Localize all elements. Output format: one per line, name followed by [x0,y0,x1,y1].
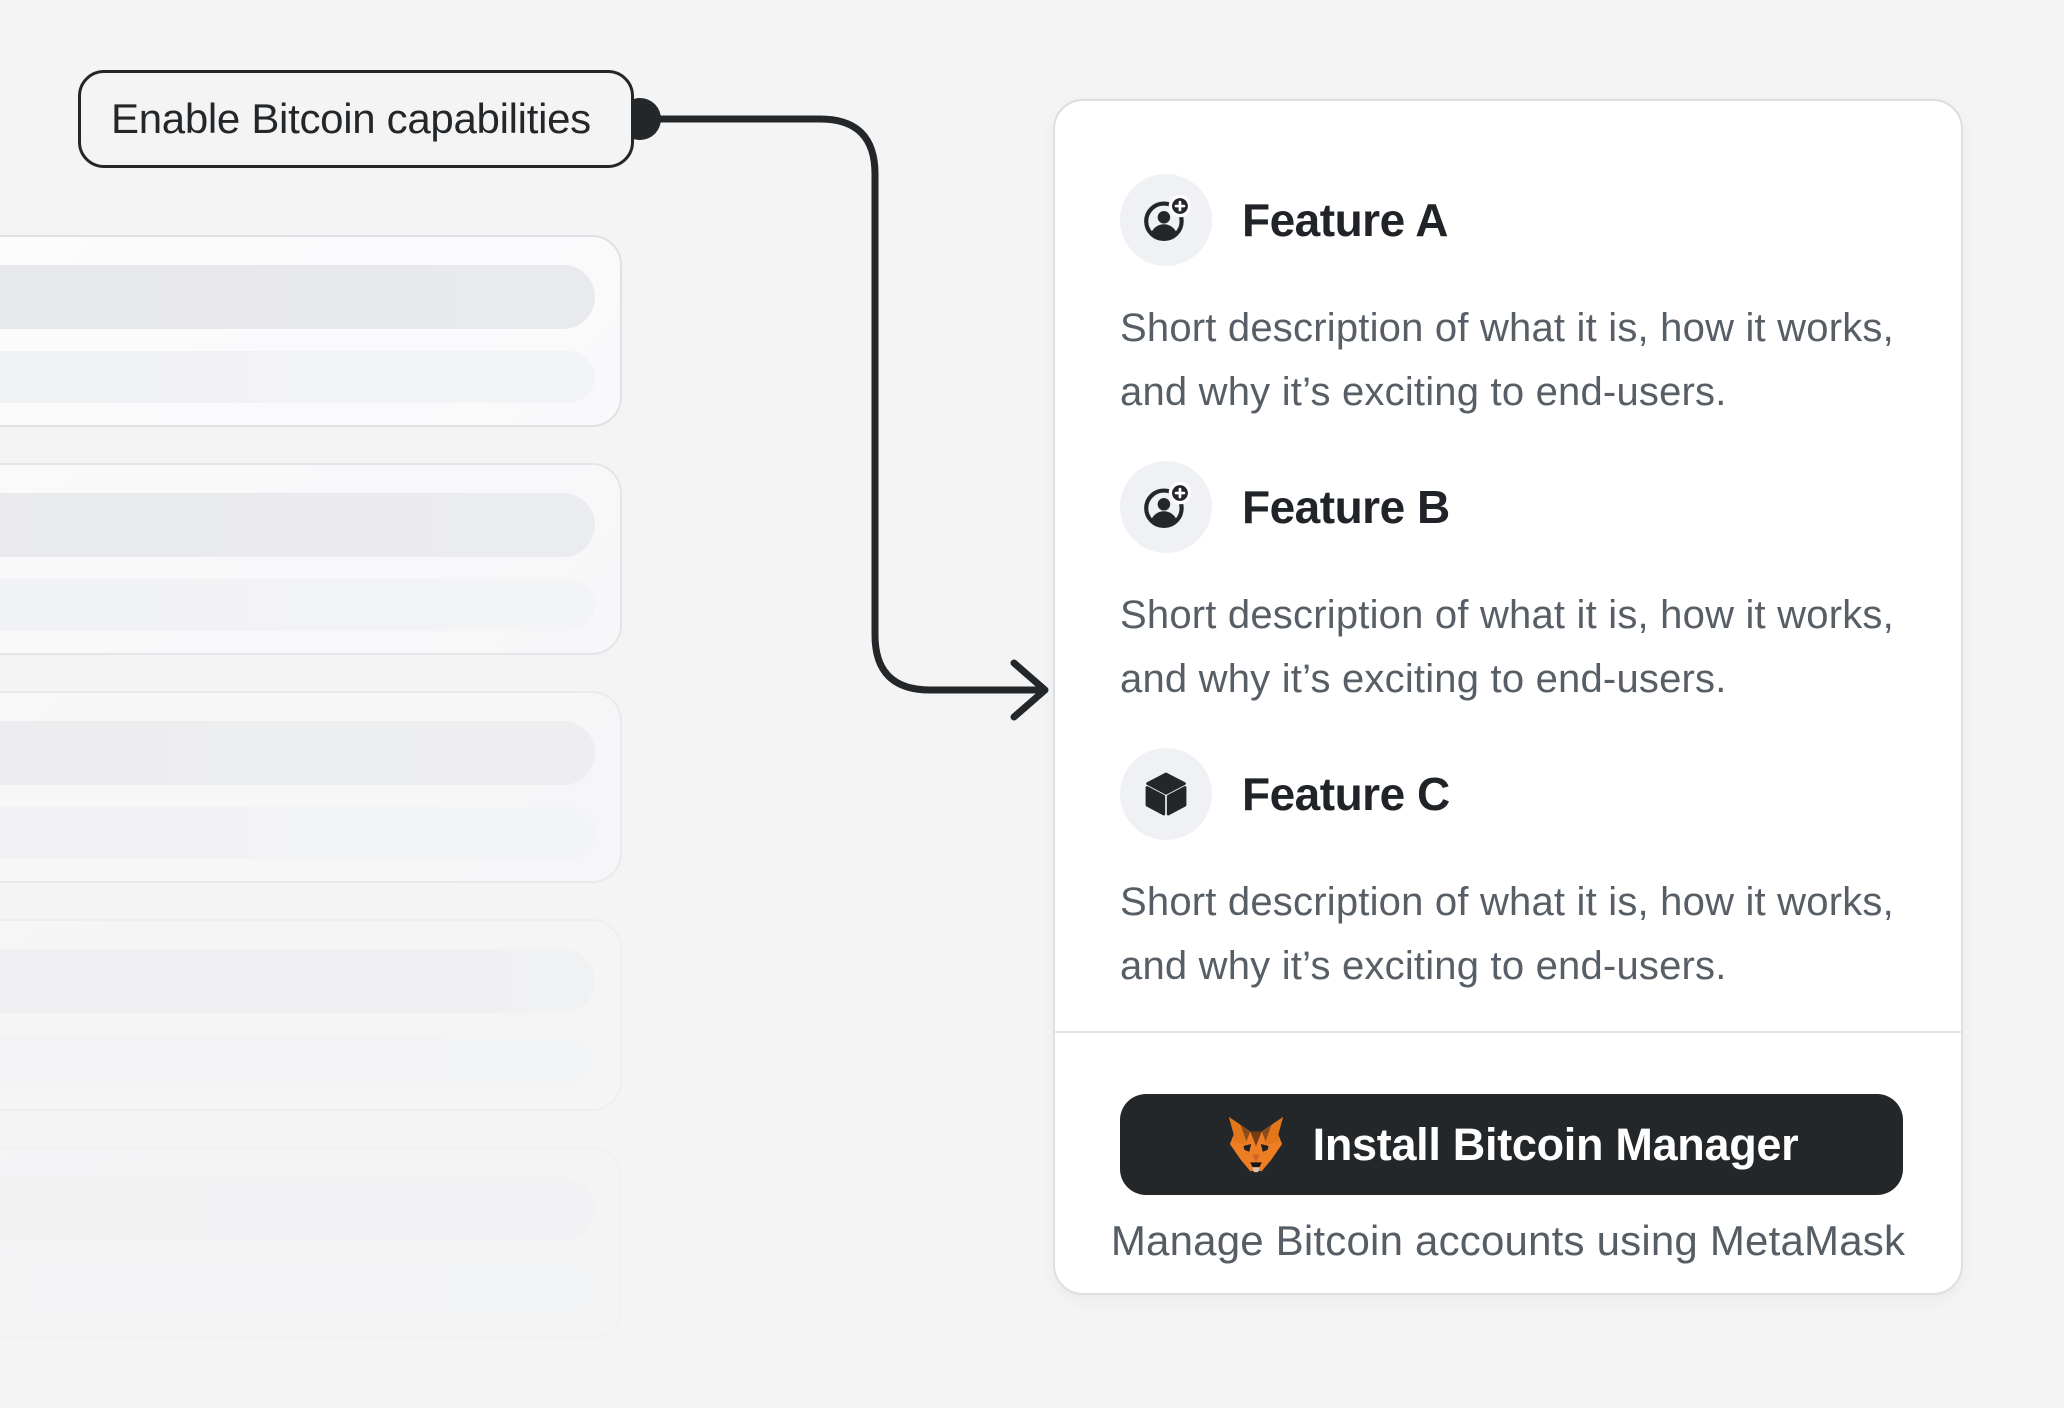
feature-description: Short description of what it is, how it … [1120,880,1894,988]
skeleton-card [0,463,622,655]
feature-b-icon-circle [1120,461,1212,553]
install-button-label: Install Bitcoin Manager [1312,1118,1799,1170]
skeleton-bar [0,1035,595,1087]
skeleton-bar [0,949,595,1013]
feature-c-icon-circle [1120,748,1212,840]
feature-title: Feature B [1242,481,1450,533]
skeleton-bar [0,265,595,329]
skeleton-bar [0,579,595,631]
skeleton-card [0,1147,622,1339]
feature-row-c: Feature C Short description of what it i… [1120,748,1930,998]
user-add-icon [1144,195,1191,242]
skeleton-stack [0,235,622,1375]
feature-row-b: Feature B Short description of what it i… [1120,461,1930,711]
user-add-icon [1144,482,1191,529]
skeleton-bar [0,721,595,785]
skeleton-bar [0,1263,595,1315]
connector-line [636,115,1040,694]
skeleton-card [0,235,622,427]
feature-card: Feature A Short description of what it i… [1053,99,1963,1295]
connector-arrowhead [1010,659,1049,721]
callout-box: Enable Bitcoin capabilities [78,70,634,168]
card-divider [1055,1031,1961,1033]
feature-a-icon-circle [1120,174,1212,266]
feature-row-a: Feature A Short description of what it i… [1120,174,1930,424]
callout-label: Enable Bitcoin capabilities [111,95,591,142]
feature-title: Feature A [1242,194,1448,246]
skeleton-bar [0,1177,595,1241]
install-bitcoin-manager-button[interactable]: Install Bitcoin Manager [1120,1094,1903,1195]
feature-title: Feature C [1242,768,1450,820]
skeleton-card [0,919,622,1111]
skeleton-bar [0,807,595,859]
skeleton-bar [0,493,595,557]
skeleton-card [0,691,622,883]
cube-icon [1145,772,1187,816]
install-caption: Manage Bitcoin accounts using MetaMask [1110,1217,1906,1264]
metamask-fox-icon [1228,1116,1283,1172]
feature-description: Short description of what it is, how it … [1120,593,1894,701]
skeleton-bar [0,351,595,403]
feature-description: Short description of what it is, how it … [1120,306,1894,414]
